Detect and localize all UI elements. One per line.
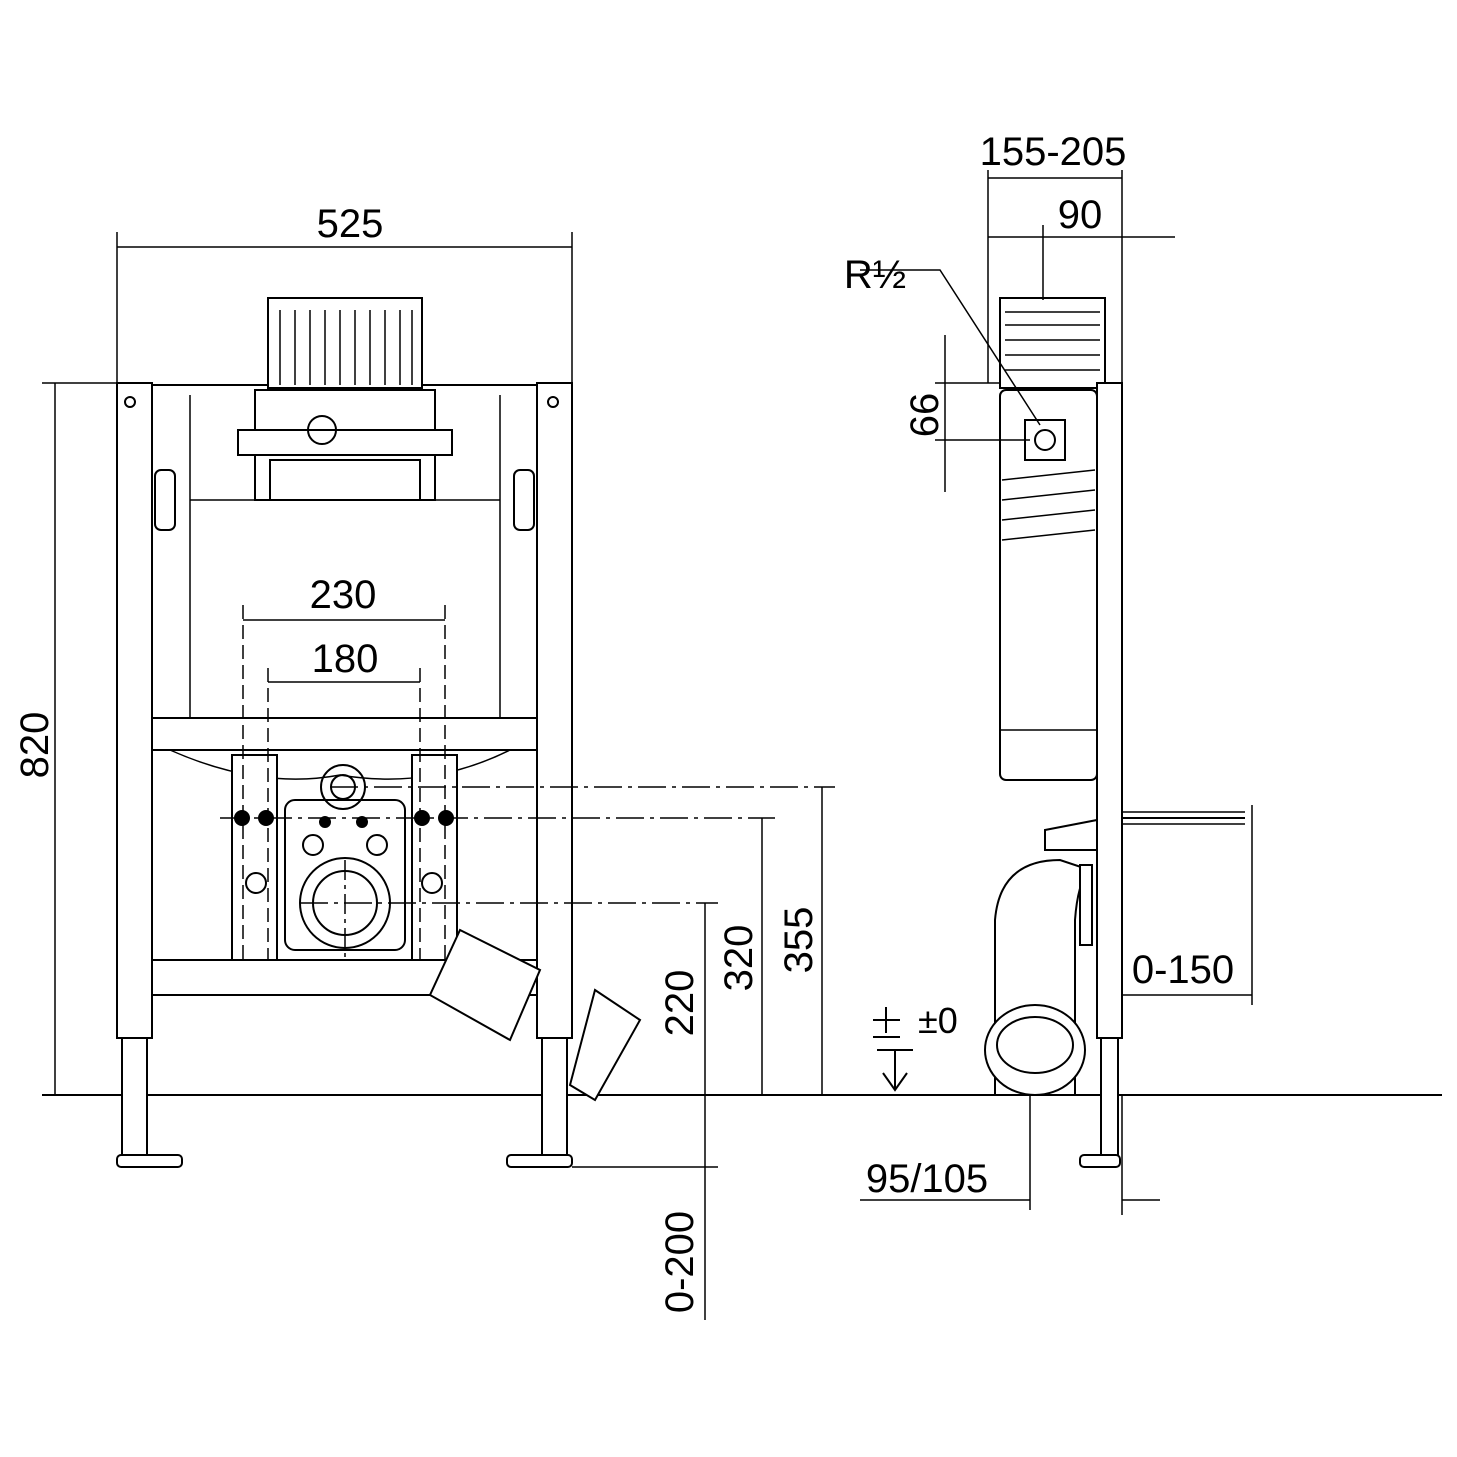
flush-actuator-box xyxy=(267,297,423,389)
floor-level-label: ±0 xyxy=(918,1000,958,1041)
dim-bolt-projection: 0-150 xyxy=(1132,948,1234,992)
right-upright xyxy=(536,382,573,1039)
dim-supply-height: 355 xyxy=(777,907,821,974)
side-view-frame xyxy=(984,297,1245,1168)
dim-depth-range: 155-205 xyxy=(980,130,1127,174)
side-upright xyxy=(1096,382,1123,1039)
dim-bolt-height: 320 xyxy=(717,925,761,992)
side-dimensions xyxy=(860,170,1253,1215)
dim-cistern-depth: 90 xyxy=(1058,193,1103,237)
dim-thread: R½ xyxy=(844,253,906,297)
front-view-frame xyxy=(116,297,642,1168)
front-dimensions xyxy=(42,232,835,1320)
dim-230: 230 xyxy=(310,573,377,617)
dim-drain-height: 220 xyxy=(658,970,702,1037)
dim-width: 525 xyxy=(317,202,384,246)
dim-drain-offset: 95/105 xyxy=(866,1157,988,1201)
left-upright xyxy=(116,382,153,1039)
upper-crossbar xyxy=(151,717,538,751)
dim-total-height: 820 xyxy=(13,712,57,779)
floor-level-icon xyxy=(873,1007,913,1092)
dim-180: 180 xyxy=(312,637,379,681)
dim-foot-adjustment: 0-200 xyxy=(658,1211,702,1313)
dim-inlet-offset: 66 xyxy=(903,393,947,438)
